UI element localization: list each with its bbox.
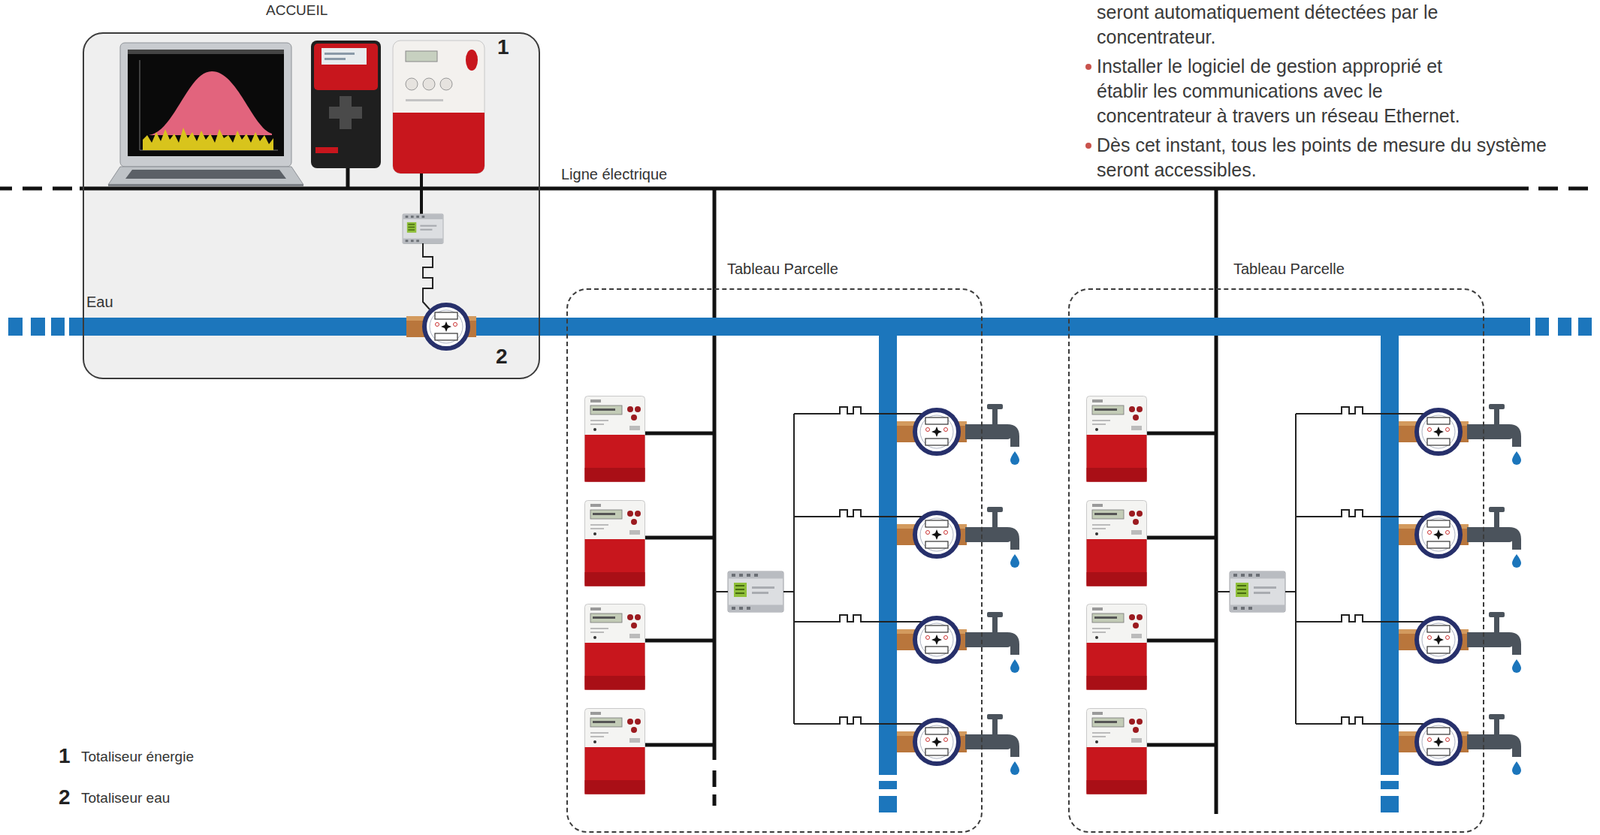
instruction-block: seront automatiquement détectées par le …: [1096, 0, 1548, 183]
callout-number: 1: [497, 34, 510, 61]
callout-number: 2: [58, 784, 71, 811]
bullet-dot: [1085, 142, 1092, 149]
water-totalizer: [402, 214, 477, 349]
zone-heading: ACCUEIL: [265, 2, 328, 20]
zone-heading: Tableau Parcelle: [1233, 259, 1345, 278]
laptop: [108, 42, 304, 187]
power-line: [0, 187, 1588, 816]
callout-number: 1: [58, 743, 71, 770]
pipe-label: Eau: [86, 292, 114, 311]
line-label: Ligne électrique: [561, 165, 668, 184]
parcel-box: Tableau Parcelle: [1068, 288, 1485, 834]
zone-heading: Tableau Parcelle: [727, 259, 839, 278]
water-pipe: [8, 317, 1592, 336]
bullet-dot: [1085, 63, 1092, 70]
instruction-text: Installer le logiciel de gestion appropr…: [1096, 54, 1465, 129]
concentrator: [310, 40, 381, 189]
callout-text: Totaliseur énergie: [81, 748, 194, 767]
parcel-box: Tableau Parcelle: [566, 288, 983, 834]
callout-text: Totaliseur eau: [81, 790, 170, 808]
instruction-item: seront automatiquement détectées par le …: [1096, 0, 1548, 50]
callout-number: 2: [495, 344, 508, 370]
instruction-text: seront automatiquement détectées par le …: [1096, 0, 1548, 50]
instruction-text: Dès cet instant, tous les points de mesu…: [1096, 132, 1548, 183]
parcel-equipment: [585, 330, 1522, 813]
zone-box: ACCUEIL: [82, 32, 541, 380]
instruction-item: Dès cet instant, tous les points de mesu…: [1096, 132, 1548, 183]
instruction-item: Installer le logiciel de gestion appropr…: [1096, 54, 1548, 129]
